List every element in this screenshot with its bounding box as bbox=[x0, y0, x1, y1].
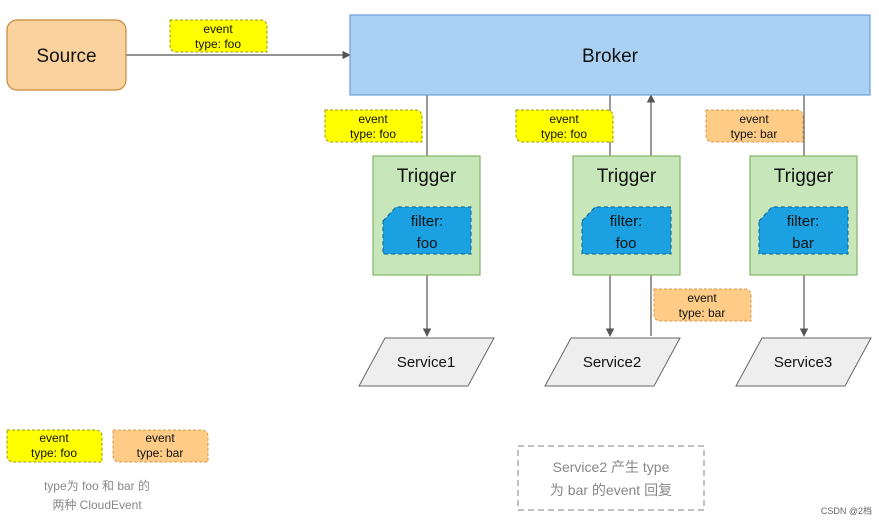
service-label: Service3 bbox=[774, 354, 832, 371]
filter-label: filter: bbox=[787, 213, 820, 230]
source-label: Source bbox=[36, 46, 96, 67]
trigger-title: Trigger bbox=[397, 166, 457, 187]
trigger-title: Trigger bbox=[774, 166, 834, 187]
legend: event type: foo event type: bar type为 fo… bbox=[6, 429, 209, 512]
service-3: Service3 bbox=[735, 337, 872, 387]
event-tag-line2: type: bar bbox=[679, 306, 726, 320]
legend-tag-line1: event bbox=[39, 431, 69, 445]
service-label: Service2 bbox=[583, 354, 641, 371]
legend-tag-foo: event type: foo bbox=[6, 429, 103, 463]
event-tag-trigger1: event type: foo bbox=[324, 109, 423, 143]
broker-label: Broker bbox=[582, 46, 639, 67]
note-box: Service2 产生 type 为 bar 的event 回复 bbox=[517, 445, 705, 511]
event-tag-line2: type: foo bbox=[350, 127, 396, 141]
event-tag-line1: event bbox=[549, 112, 579, 126]
filter-box bbox=[758, 206, 849, 255]
filter-value: foo bbox=[616, 235, 637, 252]
legend-tag-line2: type: bar bbox=[137, 446, 184, 460]
source-node: Source bbox=[6, 19, 127, 91]
csdn-watermark: CSDN @2档 bbox=[821, 505, 872, 516]
event-tag-line1: event bbox=[687, 291, 717, 305]
legend-tag-bar: event type: bar bbox=[112, 429, 209, 463]
filter-box bbox=[382, 206, 472, 255]
filter-box bbox=[581, 206, 672, 255]
note-line1: Service2 产生 type bbox=[553, 459, 670, 475]
broker-node: Broker bbox=[349, 14, 871, 96]
event-tag-line1: event bbox=[358, 112, 388, 126]
legend-caption-line1: type为 foo 和 bar 的 bbox=[44, 478, 150, 493]
event-tag-line1: event bbox=[203, 22, 233, 36]
event-tag-line2: type: foo bbox=[195, 37, 241, 51]
service-2: Service2 bbox=[544, 337, 681, 387]
service-label: Service1 bbox=[397, 354, 455, 371]
connectors bbox=[126, 50, 809, 337]
trigger-1: Trigger filter: foo bbox=[372, 155, 481, 276]
note-line2: 为 bar 的event 回复 bbox=[550, 482, 672, 498]
filter-value: foo bbox=[417, 235, 438, 252]
event-tag-trigger2: event type: foo bbox=[515, 109, 614, 143]
event-tag-trigger3: event type: bar bbox=[705, 109, 804, 143]
filter-label: filter: bbox=[411, 213, 444, 230]
filter-value: bar bbox=[792, 235, 814, 252]
event-tag-line2: type: bar bbox=[731, 127, 778, 141]
trigger-title: Trigger bbox=[597, 166, 657, 187]
service-1: Service1 bbox=[358, 337, 495, 387]
filter-label: filter: bbox=[610, 213, 643, 230]
event-tag-source: event type: foo bbox=[169, 19, 268, 53]
trigger-3: Trigger filter: bar bbox=[749, 155, 858, 276]
event-tag-line1: event bbox=[739, 112, 769, 126]
trigger-2: Trigger filter: foo bbox=[572, 155, 681, 276]
legend-tag-line2: type: foo bbox=[31, 446, 77, 460]
legend-caption-line2: 两种 CloudEvent bbox=[52, 498, 142, 512]
legend-tag-line1: event bbox=[145, 431, 175, 445]
event-tag-line2: type: foo bbox=[541, 127, 587, 141]
event-tag-service2-reply: event type: bar bbox=[653, 288, 752, 322]
